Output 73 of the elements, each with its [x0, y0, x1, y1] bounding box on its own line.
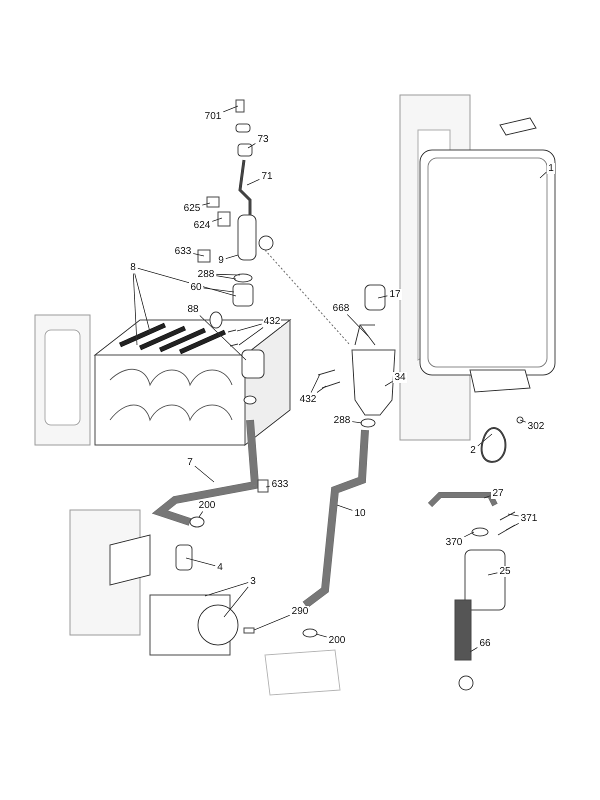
leader-line — [238, 327, 264, 346]
callout-number: 88 — [186, 304, 200, 314]
callout-number: 34 — [393, 372, 407, 382]
leader-line — [194, 466, 214, 482]
callout-number: 633 — [174, 246, 192, 256]
leader-line — [137, 268, 236, 296]
leader-line — [186, 558, 216, 566]
callout-number: 288 — [332, 414, 352, 426]
callout-number: 3 — [249, 576, 257, 586]
callout-number: 2 — [469, 444, 477, 456]
leader-line — [316, 386, 326, 393]
leader-line — [216, 274, 240, 276]
leader-line — [520, 420, 526, 422]
callout-number: 625 — [182, 202, 202, 214]
leader-line — [254, 614, 290, 630]
leader-line — [506, 523, 520, 530]
callout-number: 200 — [198, 500, 216, 510]
leader-line — [316, 634, 328, 638]
leader-line — [246, 179, 260, 186]
leader-line — [336, 504, 353, 511]
callout-number: 1 — [547, 162, 555, 174]
leader-line — [203, 288, 234, 292]
callout-number: 432 — [298, 394, 318, 404]
leader-line — [540, 172, 547, 178]
callout-number: 633 — [270, 478, 290, 490]
leader-line — [224, 586, 249, 618]
callout-number: 4 — [216, 562, 224, 572]
callout-number: 370 — [444, 536, 464, 548]
callout-number: 432 — [262, 316, 282, 326]
leader-line — [477, 434, 492, 446]
leader-line — [199, 315, 246, 360]
leader-line — [346, 314, 368, 336]
leader-line — [212, 218, 222, 222]
callout-number: 302 — [526, 420, 546, 432]
leader-line — [484, 495, 491, 498]
callout-number: 25 — [498, 566, 512, 576]
callout-number: 66 — [478, 638, 492, 648]
callout-number: 701 — [204, 110, 222, 122]
callout-number: 200 — [328, 634, 346, 646]
leader-line — [236, 324, 262, 332]
callout-number: 10 — [353, 508, 367, 518]
leader-line — [470, 647, 478, 652]
leader-line — [266, 486, 270, 488]
leader-line — [352, 421, 362, 424]
leader-line — [132, 273, 138, 346]
leader-line — [248, 143, 256, 148]
callout-number: 624 — [192, 220, 212, 230]
callout-number: 27 — [491, 488, 505, 498]
leader-line — [134, 273, 150, 332]
callout-number: 290 — [290, 606, 310, 616]
callout-number: 71 — [260, 170, 274, 182]
callout-number: 288 — [196, 268, 216, 280]
callout-number: 9 — [217, 254, 225, 266]
leader-line — [488, 572, 498, 576]
leader-line — [310, 374, 320, 393]
leader-line — [378, 295, 388, 298]
callout-number: 60 — [189, 282, 203, 292]
leader-line — [192, 253, 204, 256]
leader-line — [222, 106, 238, 112]
callout-number: 73 — [256, 134, 270, 144]
callout-number: 17 — [388, 288, 402, 300]
callout-number: 8 — [129, 262, 137, 272]
leader-line — [508, 514, 520, 516]
leader-line — [198, 511, 204, 518]
leader-line — [464, 532, 474, 538]
leader-line — [202, 202, 210, 206]
leader-line — [225, 254, 238, 259]
callout-number: 371 — [520, 512, 538, 524]
leader-line — [204, 582, 249, 596]
leader-line — [384, 381, 393, 386]
callout-number: 668 — [332, 302, 350, 314]
callout-number: 7 — [186, 456, 194, 468]
leader-line — [216, 275, 236, 280]
